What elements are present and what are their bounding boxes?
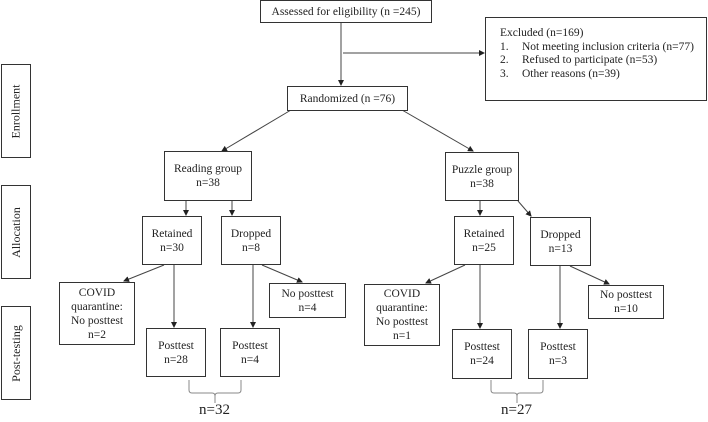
box-count: n=24 <box>470 355 494 367</box>
stage-enrollment: Enrollment <box>1 64 31 158</box>
stage-allocation: Allocation <box>1 185 31 279</box>
box-count: n=4 <box>298 301 317 314</box>
box-label: Reading group <box>173 163 243 175</box>
assessed-box: Assessed for eligibility (n =245) <box>260 0 432 23</box>
box-count: n=13 <box>548 242 573 255</box>
puzzle-posttest-dropped-box: Posttest n=3 <box>528 329 588 379</box>
reading-group-box: Reading group n=38 <box>164 151 252 201</box>
box-label: quarantine: <box>376 302 428 314</box>
box-label: Dropped <box>230 227 272 240</box>
randomized-box: Randomized (n =76) <box>287 86 408 111</box>
puzzle-covid-box: COVID quarantine: No posttest n=1 <box>364 284 440 346</box>
box-label: Posttest <box>464 341 500 353</box>
box-count: n=8 <box>242 241 260 254</box>
brace-puzzle <box>490 380 544 403</box>
box-label: Posttest <box>158 339 194 352</box>
box-count: n=25 <box>472 241 496 254</box>
item-text: Other reasons (n=39) <box>522 67 620 80</box>
box-count: n=2 <box>88 328 106 341</box>
box-count: n=38 <box>470 177 494 190</box>
box-label: Puzzle group <box>451 163 513 176</box>
item-text: Refused to participate (n=53) <box>522 54 658 66</box>
stage-label: Enrollment <box>8 84 23 138</box>
box-label: Retained <box>151 227 193 240</box>
box-count: n=28 <box>164 353 188 366</box>
puzzle-total: n=27 <box>501 402 532 418</box>
box-label: Posttest <box>540 341 576 353</box>
box-label: No posttest <box>599 289 653 301</box>
box-count: n=1 <box>393 330 411 342</box>
box-label: Dropped <box>540 228 581 241</box>
box-label: No posttest <box>375 316 429 328</box>
box-count: n=4 <box>241 353 259 366</box>
reading-total: n=32 <box>199 402 230 418</box>
box-count: n=10 <box>614 303 638 315</box>
box-label: COVID <box>78 286 116 299</box>
box-label: Retained <box>463 227 505 240</box>
box-count: n=3 <box>549 355 567 367</box>
brace-reading <box>188 380 242 403</box>
item-text: Not meeting inclusion criteria (n=77) <box>522 40 694 53</box>
excluded-item: 1. Not meeting inclusion criteria (n=77) <box>500 41 706 55</box>
item-number: 3. <box>500 67 509 80</box>
stage-label: Allocation <box>8 206 23 258</box>
puzzle-no-posttest-box: No posttest n=10 <box>588 285 664 319</box>
box-label: COVID <box>383 288 421 300</box>
stage-label: Post-testing <box>8 324 23 382</box>
box-count: n=38 <box>196 177 220 189</box>
excluded-box: Excluded (n=169) 1. Not meeting inclusion… <box>485 17 707 101</box>
box-label: No posttest <box>281 287 334 300</box>
box-label: Posttest <box>232 339 268 352</box>
box-label: quarantine: <box>71 300 123 313</box>
box-label: No posttest <box>70 314 124 327</box>
box-count: n=30 <box>160 241 184 254</box>
item-number: 2. <box>500 54 509 66</box>
puzzle-posttest-retained-box: Posttest n=24 <box>452 329 512 379</box>
arrow-to-puzzle <box>401 109 474 152</box>
assessed-label: Assessed for eligibility (n =245) <box>271 5 421 18</box>
item-number: 1. <box>500 40 509 53</box>
excluded-item: 2. Refused to participate (n=53) <box>500 54 706 68</box>
stage-post-testing: Post-testing <box>1 306 31 400</box>
excluded-title: Excluded (n=169) <box>500 27 584 39</box>
randomized-label: Randomized (n =76) <box>299 92 396 105</box>
arrow-to-reading <box>221 109 292 152</box>
excluded-item: 3. Other reasons (n=39) <box>500 68 706 82</box>
